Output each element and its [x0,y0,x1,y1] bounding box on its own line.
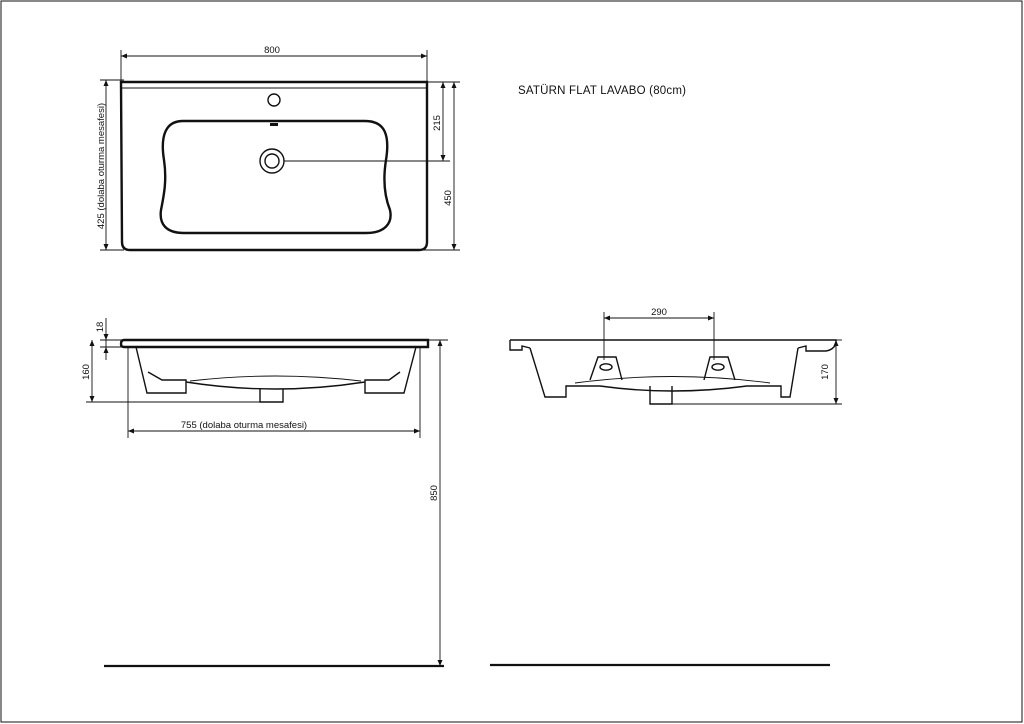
top-view: 800 425 (dolaba oturma mesafesi) 215 450 [96,45,460,252]
top-view-bowl [159,119,392,235]
tap-hole [267,93,281,107]
dim-label-450: 450 [443,190,454,206]
drawing-title: SATÜRN FLAT LAVABO (80cm) [518,85,686,97]
dim-label-215: 215 [432,115,443,131]
left-bracket [589,356,623,381]
back-view-inner-curve [574,376,771,384]
back-view-drain-outlet [649,386,673,405]
dim-label-170: 170 [820,364,831,380]
right-bracket [703,356,736,381]
dim-label-160: 160 [81,364,92,380]
dim-label-290: 290 [651,307,667,318]
drain-inner [264,153,280,169]
dim-label-850: 850 [429,485,440,501]
back-view-body [529,347,799,398]
top-view-outline [119,80,429,252]
dim-label-755: 755 (dolaba oturma mesafesi) [181,420,307,431]
front-view-bowl-bottom [185,381,366,390]
dim-label-800: 800 [264,45,280,56]
front-view-left-leg [135,346,187,394]
left-bracket-slot [599,363,613,371]
front-view-rim [119,338,430,349]
front-view-right-leg [364,346,417,394]
back-view: 290 170 [490,307,842,667]
front-view-drain-outlet [259,389,284,403]
dim-label-425: 425 (dolaba oturma mesafesi) [96,103,107,229]
dim-arrows-18 [103,334,109,353]
overflow-slot [270,123,278,126]
front-view-bowl-inner [189,375,362,382]
right-bracket-slot [711,363,725,371]
back-view-rim [510,339,837,352]
back-view-rim-left [509,340,531,351]
dim-label-18: 18 [95,322,106,333]
front-view: 18 160 755 (dolaba oturma mesafesi) 850 [81,318,448,668]
